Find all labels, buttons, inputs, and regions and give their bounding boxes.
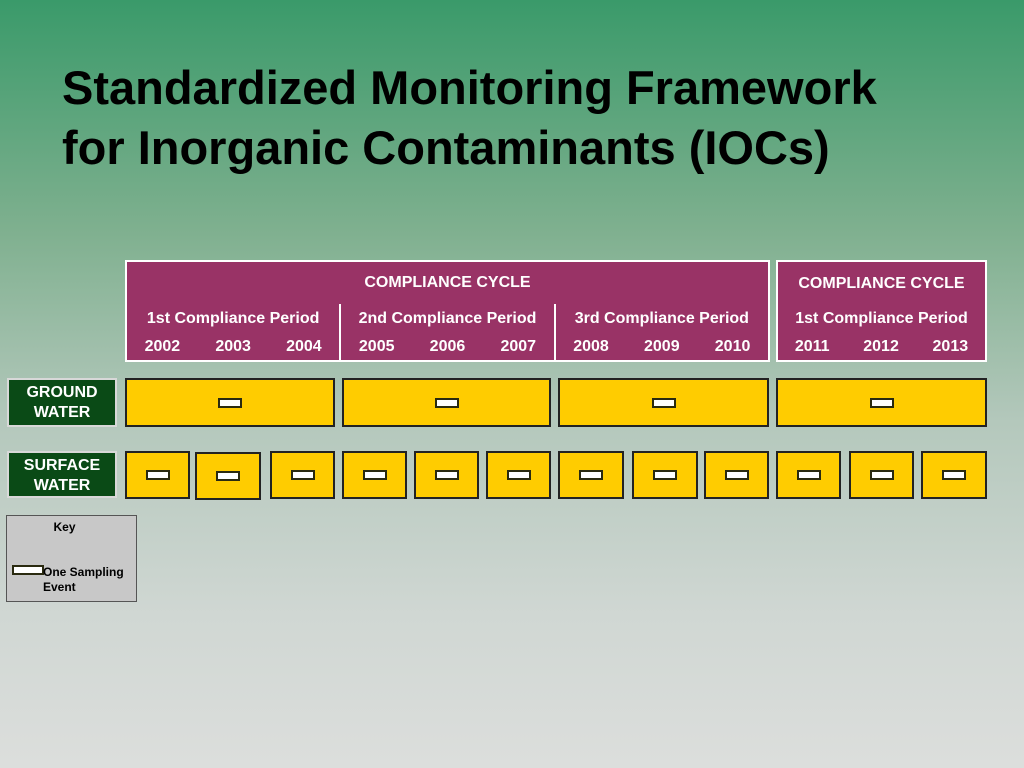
sampling-event-marker [579,470,603,480]
sampling-event-marker [218,397,242,408]
surface-water-year-box [195,452,261,500]
title-line-2: for Inorganic Contaminants (IOCs) [62,121,830,174]
year-label: 2013 [932,338,969,355]
sampling-event-key-icon [12,565,44,575]
year-label: 2008 [573,338,609,355]
key-sampling-line-2: Event [43,580,76,594]
year-label: 2009 [644,338,680,355]
title-line-1: Standardized Monitoring Framework [62,61,877,114]
sampling-event-marker [145,470,170,480]
sampling-event-marker [724,470,749,480]
surface-water-label-line-2: WATER [33,477,91,494]
ground-water-period-4-box [776,378,987,427]
surface-water-year-box [921,451,987,499]
year-label: 2011 [794,338,830,355]
surface-water-label-line-1: SURFACE [23,457,101,474]
cycle-2-header: COMPLIANCE CYCLE [778,262,985,304]
surface-water-year-box [486,451,551,499]
sampling-event-marker [216,471,240,481]
key-sampling-label: One Sampling Event [43,565,124,595]
compliance-cycle-1: COMPLIANCE CYCLE 1st Compliance Period 2… [125,260,770,362]
surface-water-year-box [414,451,479,499]
key-legend: Key One Sampling Event [6,515,137,602]
ground-water-label-line-1: GROUND [26,384,98,401]
year-label: 2007 [500,338,537,355]
surface-water-year-box [342,451,407,499]
slide-title: Standardized Monitoring Framework for In… [62,58,1002,178]
year-label: 2002 [144,338,181,355]
ground-water-period-2-box [342,378,551,427]
period-label: 2nd Compliance Period [358,310,537,327]
cycle-1-period-1: 1st Compliance Period 2002 2003 2004 [127,304,340,360]
year-label: 2012 [863,338,899,355]
surface-water-year-box [849,451,914,499]
sampling-event-marker [653,470,677,480]
cycle-1-period-2: 2nd Compliance Period 2005 2006 2007 [339,304,554,360]
sampling-event-marker [434,470,459,480]
sampling-event-marker [942,470,966,480]
year-label: 2010 [714,338,751,355]
period-label: 1st Compliance Period [146,310,320,327]
surface-water-year-box [704,451,769,499]
ground-water-label-line-2: WATER [33,404,91,421]
surface-water-year-box [558,451,624,499]
ground-water-period-1-box [125,378,335,427]
ground-water-period-3-box [558,378,769,427]
year-label: 2006 [429,338,466,355]
ground-water-label: GROUND WATER [7,378,117,427]
surface-water-year-box [125,451,190,499]
surface-water-year-box [776,451,841,499]
sampling-event-marker [434,397,459,408]
year-label: 2005 [358,338,395,355]
year-label: 2003 [215,338,251,355]
surface-water-label: SURFACE WATER [7,451,117,498]
sampling-event-marker [869,470,894,480]
compliance-cycle-2: COMPLIANCE CYCLE 1st Compliance Period 2… [776,260,987,362]
surface-water-year-box [270,451,335,499]
sampling-event-marker [506,470,531,480]
surface-water-year-box [632,451,698,499]
key-sampling-line-1: One Sampling [43,565,124,579]
year-label: 2004 [286,338,322,355]
sampling-event-marker [869,397,894,408]
cycle-1-header: COMPLIANCE CYCLE [127,262,768,304]
sampling-event-marker [796,470,821,480]
sampling-event-marker [651,397,676,408]
sampling-event-marker [362,470,387,480]
cycle-2-period-1: 1st Compliance Period 2011 2012 2013 [778,304,985,360]
period-label: 3rd Compliance Period [574,310,749,327]
sampling-event-marker [290,470,315,480]
cycle-1-period-3: 3rd Compliance Period 2008 2009 2010 [553,304,768,360]
key-title: Key [53,520,76,534]
period-label: 1st Compliance Period [795,310,968,327]
